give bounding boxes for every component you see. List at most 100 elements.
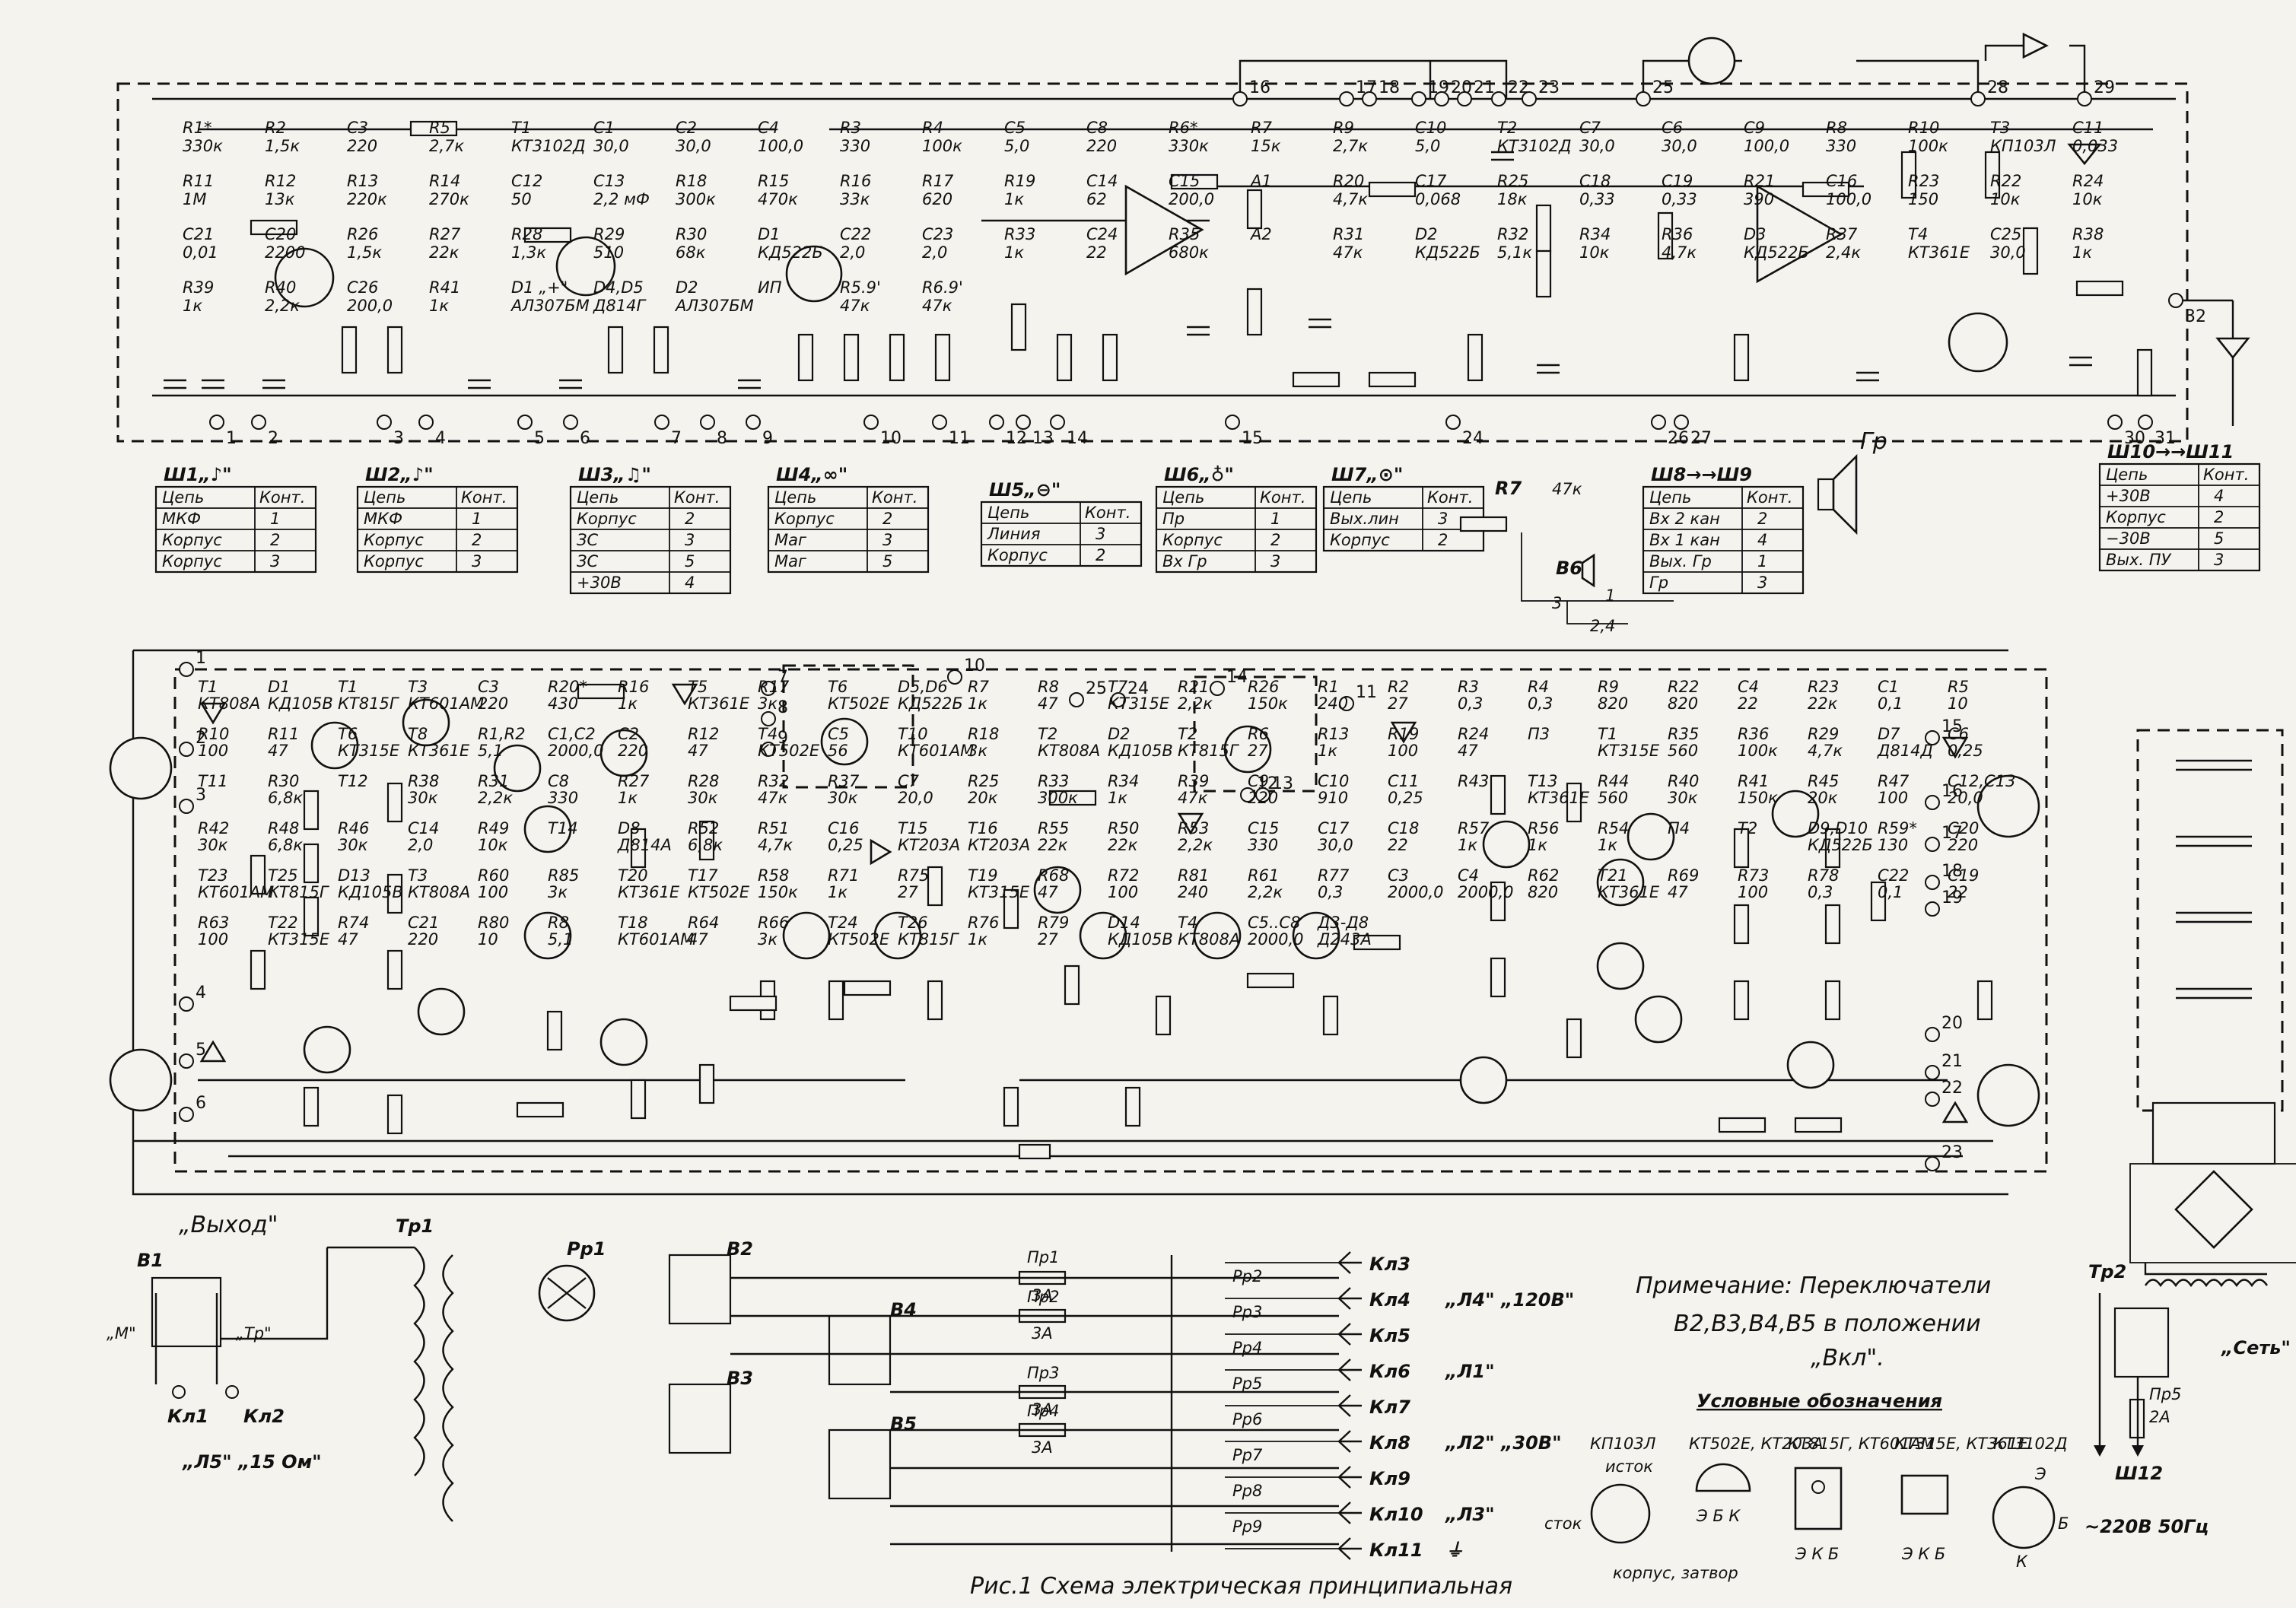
power-amp-component-labels: T1КТ808АD1КД105ВT1КТ815ГT3КТ601АМC3220R2… [198, 678, 2015, 949]
amp-component-value: 5,1 [478, 742, 503, 760]
amp-component-value: 100 [198, 742, 228, 760]
component-ref: R20 [1333, 172, 1364, 190]
legend-kt815g-name: КТ815Г, КТ601АМ [1788, 1435, 1935, 1453]
amp-component-value: 150к [1738, 789, 1778, 807]
amp-component-value: 56 [828, 742, 848, 760]
amp-component-ref: C16 [828, 819, 859, 837]
pin-label-9: 9 [762, 429, 773, 448]
component-ref: C25 [1990, 225, 2021, 243]
switch-b1-label: В1 [137, 1250, 164, 1271]
diode-amp-d2 [199, 1040, 227, 1063]
amp-component-value: 0,1 [1878, 694, 1903, 713]
amp-component-value: 10 [478, 930, 498, 949]
connector-cell: 3 [882, 531, 892, 549]
component-value: 1,5к [265, 137, 300, 155]
component-value: 2,2 мФ [593, 190, 650, 208]
component-value: АЛ307БМ [510, 297, 590, 315]
amp-component-value: 2000,0 [548, 742, 603, 760]
component-value: 30,0 [1662, 137, 1697, 155]
connector-cell: Вх 1 кан [1649, 531, 1720, 549]
amp-component-value: 6,8к [268, 836, 303, 854]
amp-component-value: 1к [828, 883, 847, 901]
amp-pin-18 [1925, 875, 1940, 890]
fuse-pr5: Пр5 [2149, 1385, 2181, 1403]
connector-head: Конт. [674, 488, 720, 507]
amp-component-value: КТ315Е [1598, 742, 1660, 760]
amp-component-value: 240 [1318, 694, 1348, 713]
connector-cell: Корпус [364, 531, 424, 549]
component-value: 1к [429, 297, 449, 315]
amp-component-ref: R23 [1808, 678, 1839, 696]
amp-component-ref: C15 [1248, 819, 1279, 837]
pin-label-31: 31 [2154, 429, 2176, 448]
amp-component-ref: C1 [1878, 678, 1899, 696]
connector-head: Цепь [1330, 488, 1372, 507]
legend-kt815g-pins: Э К Б [1795, 1545, 1839, 1563]
connector-head: Цепь [364, 488, 405, 507]
connector-head: Цепь [774, 488, 816, 507]
component-value: 200,0 [1169, 190, 1214, 208]
component-value: 22 [1086, 243, 1107, 262]
component-ref: R22 [1990, 172, 2021, 190]
component-value: 100,0 [1744, 137, 1789, 155]
component-ref: C26 [347, 278, 378, 297]
component-ref: C5 [1004, 119, 1026, 137]
pin-25 [1636, 91, 1651, 106]
amp-component-value: КТ815Г [268, 883, 330, 901]
component-value: 390 [1744, 190, 1774, 208]
amp-component-ref: R30 [268, 772, 299, 790]
fuse-pr3-val: 3А [1032, 1400, 1053, 1419]
component-value: 30,0 [1990, 243, 2026, 262]
connector-cell: МКФ [162, 510, 201, 528]
component-value: КТ361Е [1908, 243, 1970, 262]
amp-component-ref: R56 [1528, 819, 1559, 837]
amp-component-ref: T21 [1598, 866, 1628, 885]
connector-head: Цепь [987, 504, 1029, 522]
connector-cell: 1 [270, 510, 280, 528]
amp-pin-label-7: 7 [778, 668, 788, 687]
amp-component-ref: D8 [618, 819, 641, 837]
component-ref: C15 [1169, 172, 1200, 190]
amp-component-ref: D9,D10 [1808, 819, 1868, 837]
component-value: АЛ307БМ [674, 297, 754, 315]
component-value: 4,7к [1333, 190, 1368, 208]
amp-component-ref: R26 [1248, 678, 1279, 696]
amp-pin-6 [179, 1107, 194, 1122]
connector-head: Конт. [2203, 466, 2249, 484]
component-ref: T4 [1908, 225, 1928, 243]
amp-component-value: 10 [1948, 694, 1968, 713]
amp-component-value: 27 [898, 883, 918, 901]
connector-cell: Вых.лин [1330, 510, 1399, 528]
component-value: 2,4к [1826, 243, 1861, 262]
amp-component-value: 0,1 [1878, 883, 1903, 901]
amp-component-value: КД105В [1108, 930, 1173, 949]
amp-component-value: 0,25 [1388, 789, 1423, 807]
switch-v2: В2 [727, 1238, 753, 1260]
legend-packages: КП103Л исток сток корпус, затвор КТ502Е,… [1544, 1435, 2069, 1582]
component-ref: C19 [1662, 172, 1693, 190]
amp-component-value: 10к [478, 836, 508, 854]
amp-component-value: КТ502Е [688, 883, 750, 901]
amp-pin-label-9: 9 [778, 729, 788, 748]
connector-cell: ЗС [577, 552, 598, 570]
diode-amp-d14 [1941, 1101, 1969, 1123]
legend-kt315e-pins: Э К Б [1901, 1545, 1945, 1563]
connector-cell: 3 [1438, 510, 1448, 528]
amp-component-value: КТ315Е [268, 930, 330, 949]
legend-kt502e-name: КТ502Е, КТ203А [1689, 1435, 1824, 1453]
amp-component-value: 300к [1038, 789, 1078, 807]
power-amp-board [109, 649, 2296, 1288]
amp-component-ref: R42 [198, 819, 229, 837]
connector-cell: 3 [2214, 551, 2224, 569]
amp-component-ref: R5 [1948, 678, 1969, 696]
component-ref: R13 [347, 172, 378, 190]
fuse-pr4-val: 3А [1032, 1438, 1053, 1457]
terminal-name: Кл7 [1369, 1397, 1410, 1418]
amp-component-ref: R39 [1178, 772, 1209, 790]
amp-component-value: 47 [1458, 742, 1478, 760]
amp-component-value: 30,0 [1318, 836, 1353, 854]
legend-kp103l-name: КП103Л [1590, 1435, 1656, 1453]
amp-component-value: 3к [758, 930, 778, 949]
